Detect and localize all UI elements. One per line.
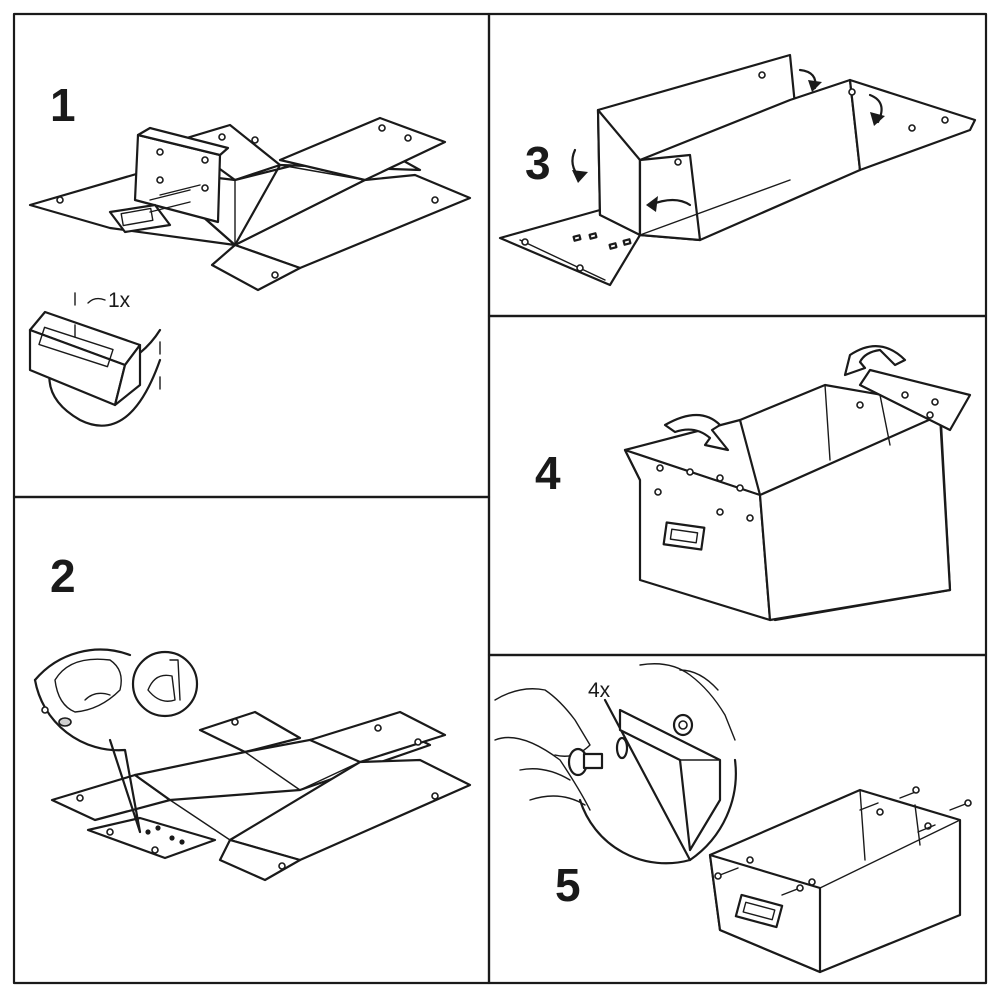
step-1-quantity: 1x bbox=[108, 289, 131, 312]
step1-handle-detail bbox=[28, 292, 162, 427]
step-1-number: 1 bbox=[50, 79, 76, 131]
step-5-quantity: 4x bbox=[588, 679, 611, 702]
step2-flat-blank bbox=[50, 710, 472, 882]
step5-detail bbox=[494, 663, 737, 865]
step3-folding bbox=[498, 53, 977, 287]
step-3-number: 3 bbox=[525, 137, 551, 189]
step-4-number: 4 bbox=[535, 447, 561, 499]
step-2-number: 2 bbox=[50, 550, 76, 602]
step4-box bbox=[623, 345, 972, 622]
step-5-number: 5 bbox=[555, 859, 581, 911]
step5-assembled-box bbox=[708, 786, 972, 974]
step2-press-detail bbox=[33, 648, 199, 834]
panel-frames bbox=[12, 12, 988, 985]
step1-flat-blank bbox=[28, 116, 472, 292]
